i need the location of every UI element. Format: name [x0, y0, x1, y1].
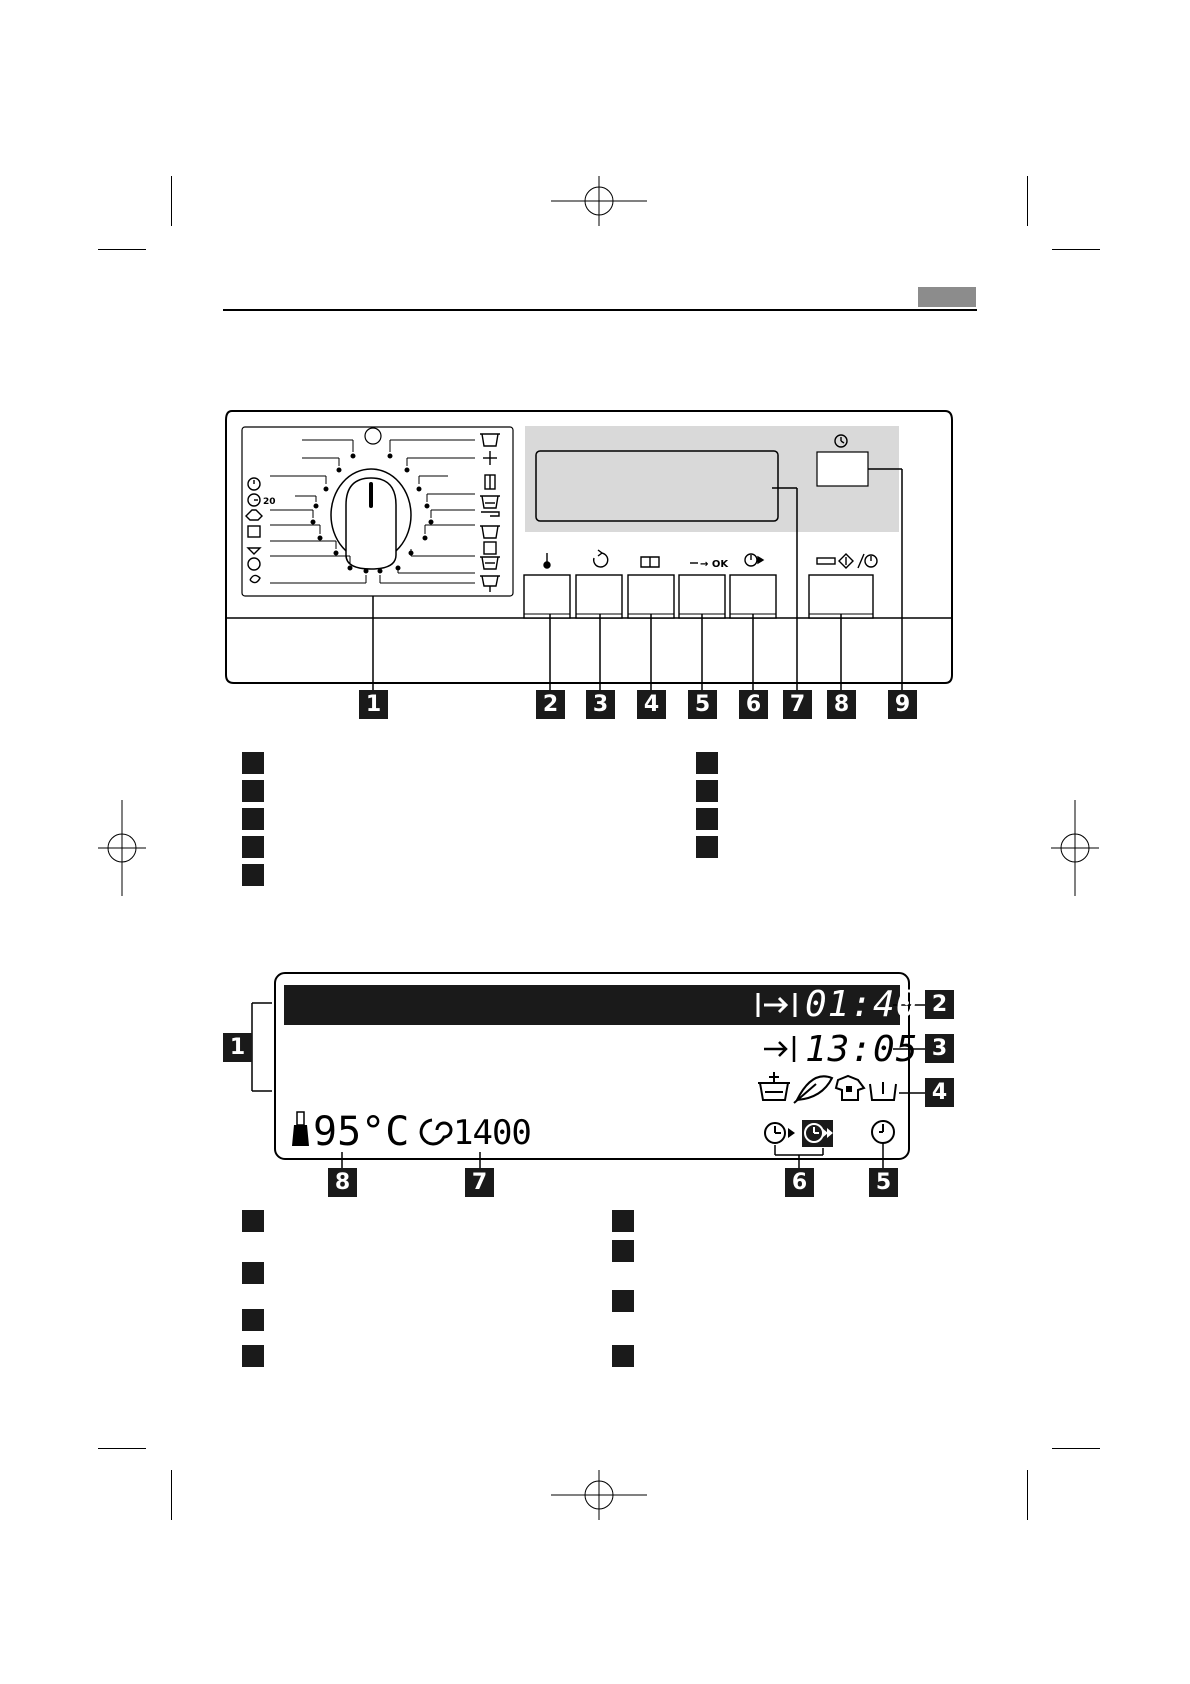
panel-callout-8: 8 [827, 690, 856, 719]
panel-callout-7: 7 [783, 690, 812, 719]
legend-marker [242, 864, 264, 886]
panel-callout-9: 9 [888, 690, 917, 719]
legend-marker [696, 808, 718, 830]
svg-text:20: 20 [263, 497, 276, 507]
display-callout-3: 3 [925, 1034, 954, 1063]
display-callout-4: 4 [925, 1078, 954, 1107]
legend-marker [242, 1345, 264, 1367]
legend-marker [696, 752, 718, 774]
header-rule [223, 309, 977, 311]
legend-marker [696, 836, 718, 858]
legend-marker [242, 780, 264, 802]
temperature-number: 95 [313, 1109, 362, 1155]
display-callout-7: 7 [465, 1168, 494, 1197]
panel-callout-6: 6 [739, 690, 768, 719]
display-callout-2: 2 [925, 990, 954, 1019]
legend-marker [242, 808, 264, 830]
legend-marker [696, 780, 718, 802]
legend-marker [242, 1262, 264, 1284]
panel-callout-2: 2 [536, 690, 565, 719]
svg-text:→ OK: → OK [700, 559, 729, 570]
temperature-unit: °C [361, 1109, 410, 1155]
legend-marker [612, 1210, 634, 1232]
display-callout-5: 5 [869, 1168, 898, 1197]
panel-callout-1: 1 [359, 690, 388, 719]
legend-marker [612, 1290, 634, 1312]
panel-callout-3: 3 [586, 690, 615, 719]
end-time: 13:05 [805, 1029, 919, 1070]
legend-marker [612, 1345, 634, 1367]
legend-marker [242, 752, 264, 774]
legend-marker [242, 1210, 264, 1232]
display-callout-1: 1 [223, 1033, 252, 1062]
temperature-value: 95°C [313, 1112, 409, 1152]
remaining-time: 01:40 [805, 984, 919, 1025]
display-callout-6: 6 [785, 1168, 814, 1197]
display-callout-8: 8 [328, 1168, 357, 1197]
legend-marker [242, 836, 264, 858]
spin-speed-value: 1400 [453, 1113, 532, 1153]
legend-marker [612, 1240, 634, 1262]
section-tab [918, 287, 976, 307]
legend-marker [242, 1309, 264, 1331]
panel-callout-4: 4 [637, 690, 666, 719]
panel-callout-5: 5 [688, 690, 717, 719]
